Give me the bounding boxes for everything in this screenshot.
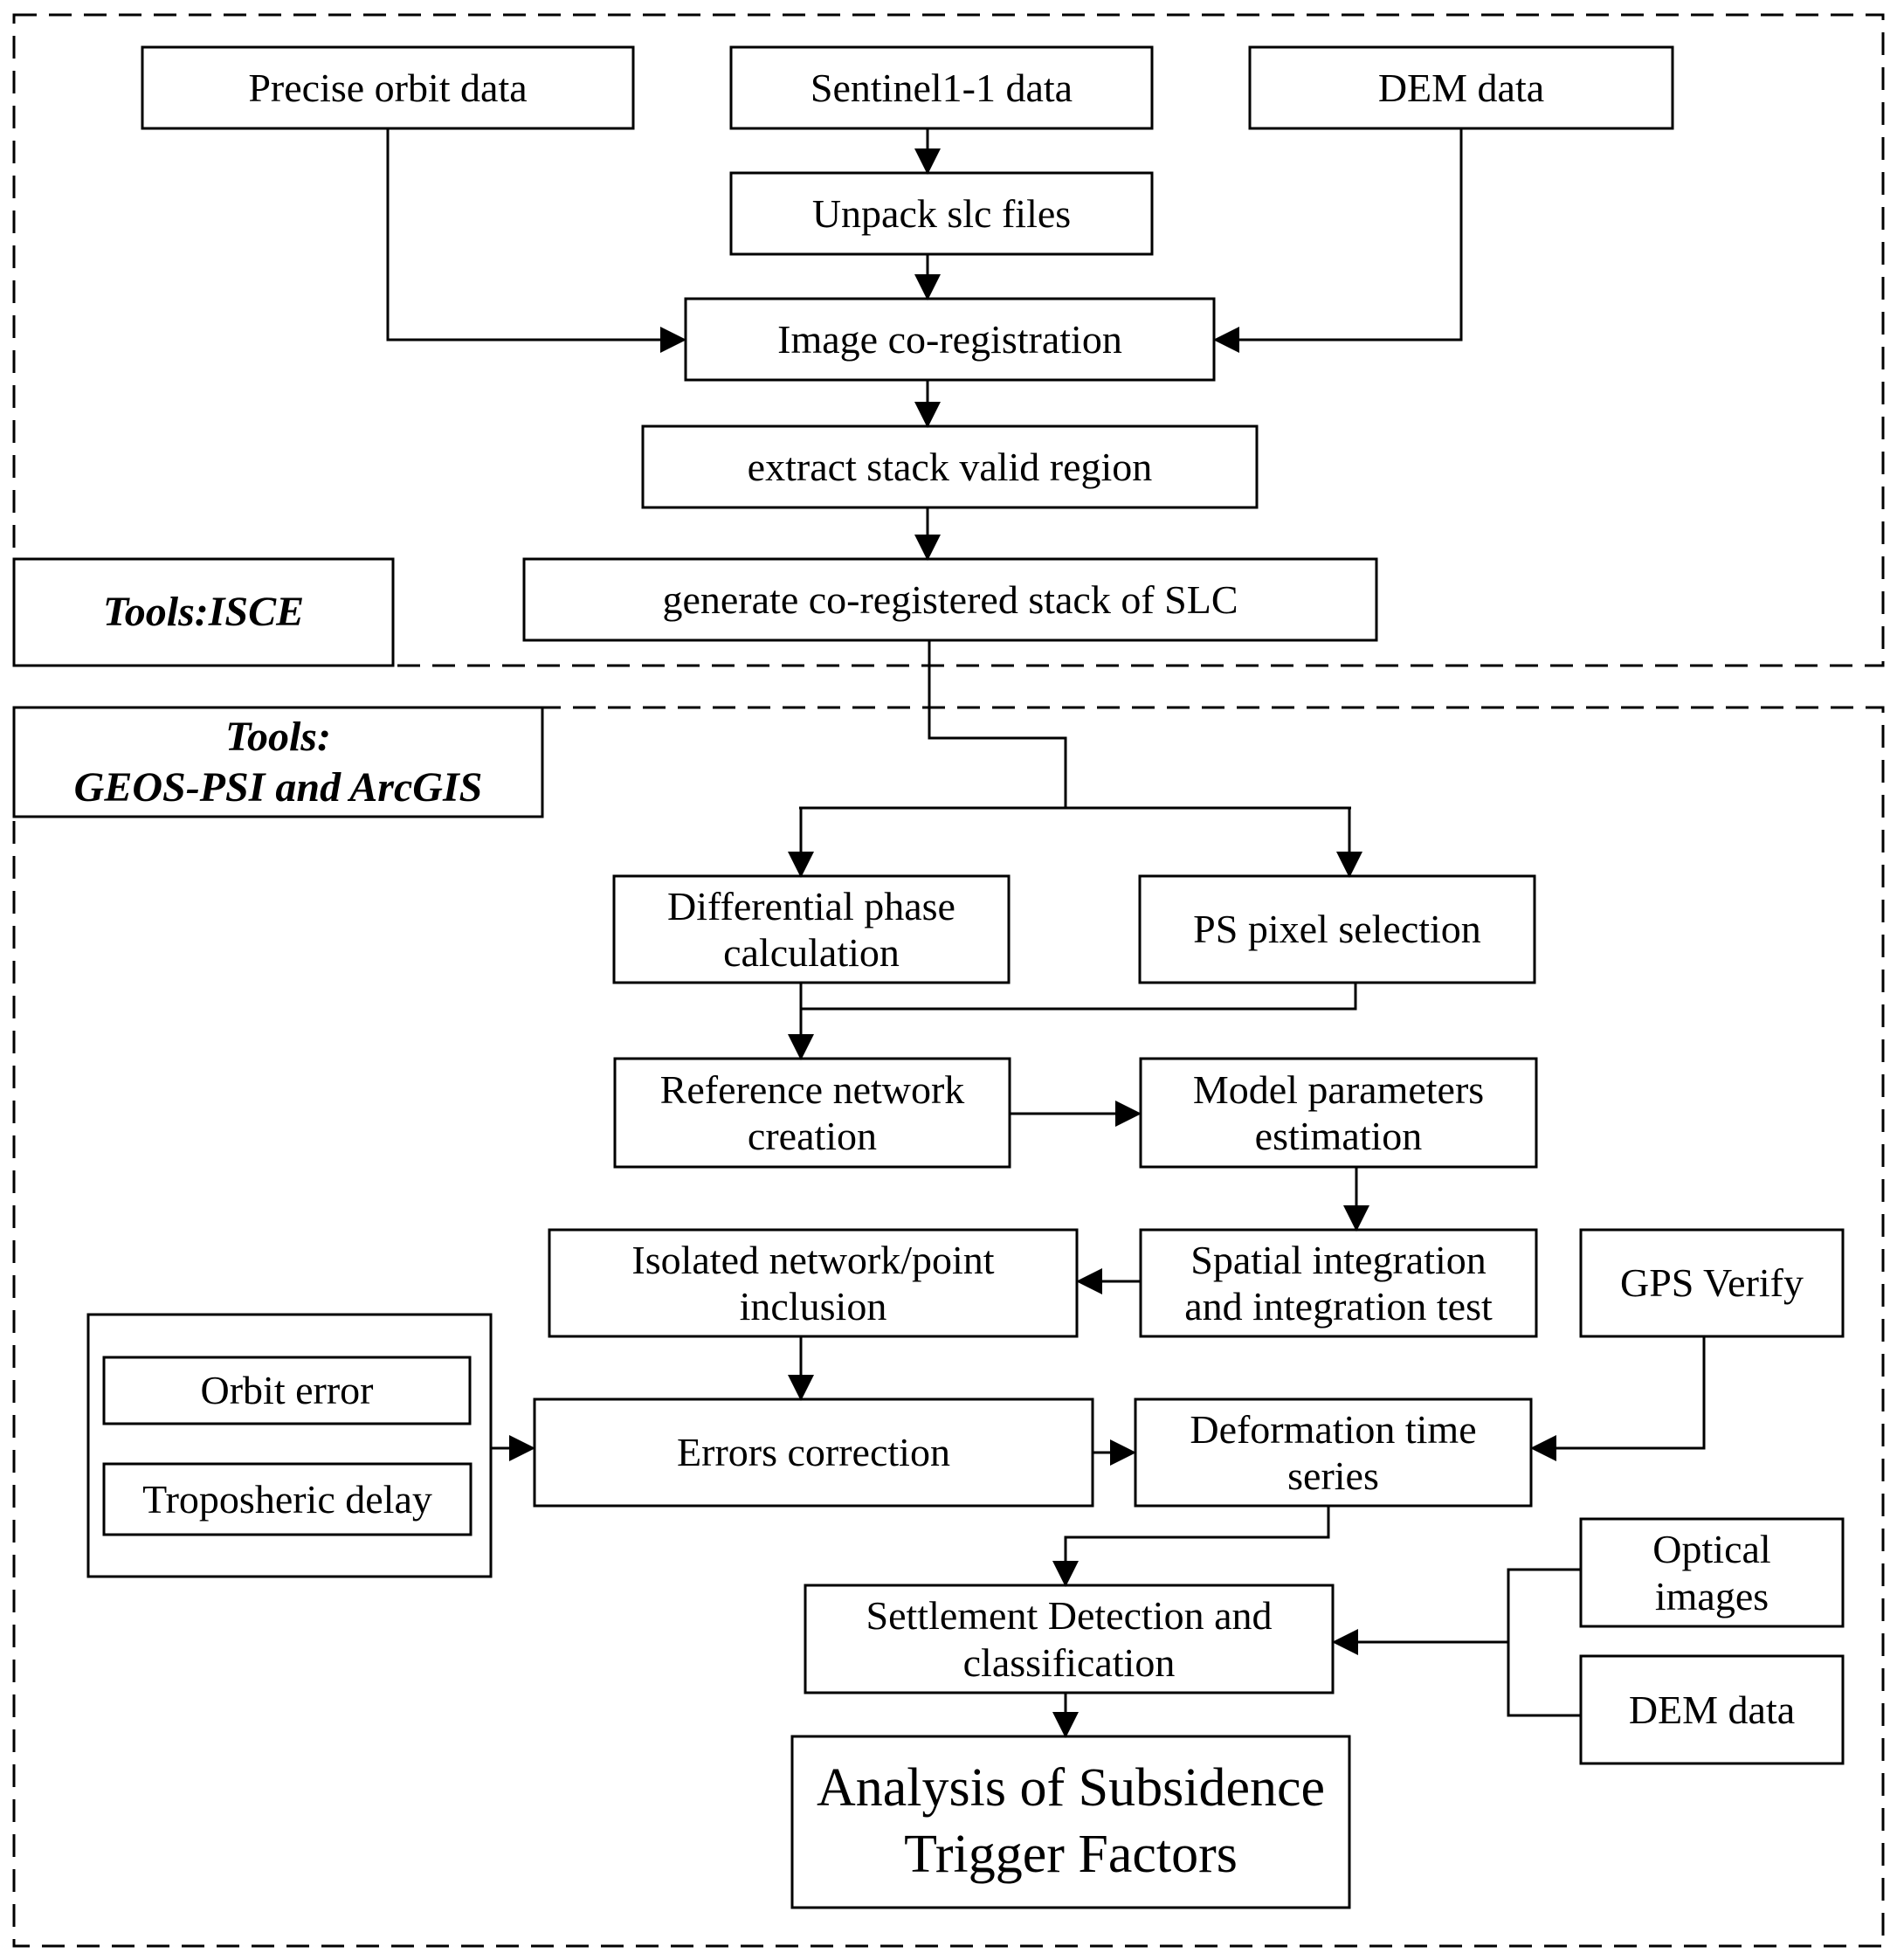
- ref-network-box: [613, 1057, 1011, 1169]
- tropo-delay-label: Troposheric delay: [104, 1464, 471, 1535]
- model-params-label: Model parameters estimation: [1141, 1059, 1536, 1167]
- tools-geos-box: [12, 706, 544, 818]
- dem-top-box: [1248, 45, 1674, 130]
- analysis-box: [790, 1735, 1351, 1909]
- generate-stack-text: generate co-registered stack of SLC: [662, 576, 1238, 622]
- optical-line1: Optical: [1652, 1527, 1771, 1572]
- line-optical-dem-bracket: [1507, 1568, 1581, 1717]
- unpack-slc-label: Unpack slc files: [731, 173, 1152, 254]
- line-ps-merge: [801, 983, 1357, 1011]
- tropo-delay-box: [102, 1462, 473, 1536]
- tools-geos-label: Tools: GEOS-PSI and ArcGIS: [14, 707, 542, 817]
- extract-stack-box: [641, 424, 1259, 509]
- analysis-label: Analysis of Subsidence Trigger Factors: [792, 1736, 1349, 1908]
- geos-psi-panel: [12, 706, 1885, 1948]
- unpack-slc-box: [729, 171, 1154, 256]
- analysis-line2: Trigger Factors: [904, 1825, 1238, 1884]
- tools-geos-line1: Tools:: [225, 713, 331, 760]
- optical-box: [1579, 1517, 1845, 1628]
- optical-label: Optical images: [1581, 1519, 1843, 1626]
- model-params-line2: estimation: [1254, 1114, 1423, 1158]
- arrow-orbit-coreg: [386, 128, 686, 353]
- precise-orbit-text: Precise orbit data: [248, 65, 528, 110]
- diff-phase-label: Differential phase calculation: [614, 876, 1009, 983]
- arrow-deformation-settlement: [1052, 1506, 1330, 1587]
- deformation-line2: series: [1287, 1453, 1379, 1498]
- arrow-gps-deformation: [1530, 1336, 1706, 1461]
- diff-phase-box: [612, 874, 1011, 984]
- isolated-label: Isolated network/point inclusion: [549, 1230, 1077, 1336]
- model-params-line1: Model parameters: [1192, 1066, 1485, 1112]
- sentinel1-box: [729, 45, 1154, 130]
- dem-bottom-box: [1579, 1654, 1845, 1765]
- tools-isce-text: Tools:ISCE: [102, 589, 305, 636]
- orbit-error-box: [102, 1356, 472, 1425]
- ref-network-line1: Reference network: [659, 1066, 965, 1112]
- spatial-line2: and integration test: [1184, 1284, 1493, 1329]
- ps-selection-label: PS pixel selection: [1140, 876, 1535, 983]
- tools-geos-line2: GEOS-PSI and ArcGIS: [73, 763, 483, 811]
- generate-stack-box: [522, 557, 1378, 642]
- spatial-label: Spatial integration and integration test: [1141, 1230, 1536, 1336]
- arrow-dem-coreg: [1213, 128, 1463, 353]
- coregistration-text: Image co-registration: [777, 316, 1122, 362]
- gps-verify-box: [1579, 1228, 1845, 1338]
- gps-verify-text: GPS Verify: [1619, 1260, 1804, 1306]
- sentinel1-label: Sentinel1-1 data: [731, 47, 1152, 128]
- orbit-error-label: Orbit error: [104, 1357, 470, 1424]
- deformation-label: Deformation time series: [1135, 1399, 1531, 1506]
- errors-correction-text: Errors correction: [677, 1430, 950, 1475]
- sentinel1-text: Sentinel1-1 data: [810, 65, 1073, 110]
- coregistration-box: [684, 297, 1216, 382]
- isolated-line2: inclusion: [739, 1284, 887, 1329]
- errors-group-box: [86, 1313, 493, 1578]
- tools-isce-box: [12, 557, 395, 667]
- line-generate-split: [928, 640, 1067, 808]
- extract-stack-label: extract stack valid region: [643, 426, 1257, 507]
- settlement-box: [804, 1584, 1335, 1694]
- extract-stack-text: extract stack valid region: [747, 444, 1153, 489]
- diff-phase-line1: Differential phase: [667, 883, 955, 928]
- generate-stack-label: generate co-registered stack of SLC: [524, 559, 1376, 640]
- settlement-line2: classification: [962, 1639, 1176, 1685]
- diff-phase-line2: calculation: [723, 930, 900, 975]
- spatial-box: [1139, 1228, 1538, 1338]
- dem-bottom-text: DEM data: [1628, 1687, 1796, 1732]
- analysis-line1: Analysis of Subsidence: [816, 1758, 1326, 1819]
- ps-selection-box: [1138, 874, 1536, 984]
- spatial-line1: Spatial integration: [1190, 1237, 1487, 1282]
- ref-network-line2: creation: [747, 1114, 878, 1158]
- ref-network-label: Reference network creation: [615, 1059, 1010, 1167]
- tropo-delay-text: Troposheric delay: [142, 1476, 432, 1522]
- deformation-line1: Deformation time: [1190, 1406, 1477, 1452]
- isolated-line1: Isolated network/point: [631, 1237, 995, 1282]
- gps-verify-label: GPS Verify: [1581, 1230, 1843, 1336]
- isolated-box: [548, 1228, 1079, 1338]
- dem-top-text: DEM data: [1377, 65, 1545, 110]
- unpack-slc-text: Unpack slc files: [811, 190, 1072, 236]
- orbit-error-text: Orbit error: [200, 1368, 374, 1413]
- dem-bottom-label: DEM data: [1581, 1656, 1843, 1763]
- errors-correction-box: [533, 1398, 1094, 1508]
- deformation-box: [1134, 1398, 1533, 1508]
- errors-correction-label: Errors correction: [535, 1399, 1093, 1506]
- model-params-box: [1139, 1057, 1538, 1169]
- settlement-label: Settlement Detection and classification: [805, 1585, 1333, 1693]
- settlement-line1: Settlement Detection and: [866, 1593, 1273, 1639]
- optical-line2: images: [1654, 1573, 1769, 1618]
- ps-selection-text: PS pixel selection: [1193, 907, 1481, 952]
- coregistration-label: Image co-registration: [686, 299, 1214, 380]
- precise-orbit-label: Precise orbit data: [142, 47, 633, 128]
- dem-top-label: DEM data: [1250, 47, 1673, 128]
- tools-isce-label: Tools:ISCE: [14, 559, 393, 666]
